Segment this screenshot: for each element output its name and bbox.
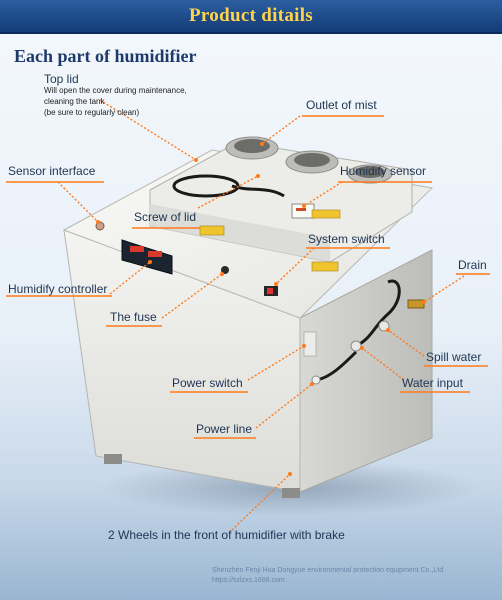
callout-line-controller [109, 261, 151, 295]
power-switch[interactable] [303, 331, 317, 357]
label-underlines [6, 115, 490, 439]
callout-dot [302, 204, 306, 208]
label-spill-water: Spill water [426, 350, 482, 364]
callout-line-sensor-interface [57, 181, 99, 223]
callout-line-humidify-sensor [303, 181, 343, 207]
label-drain: Drain [458, 258, 487, 272]
label-power-line: Power line [196, 422, 253, 436]
water-input-fitting [350, 340, 362, 352]
callout-dot [148, 260, 152, 264]
sensor-tag [296, 208, 306, 211]
callout-dot [274, 282, 278, 286]
title-banner: Product ditails [0, 0, 502, 34]
top-lid-note-2: cleaning the tank [44, 97, 105, 106]
callout-dot [310, 382, 314, 386]
warning-label [311, 261, 339, 272]
label-wheels: 2 Wheels in the front of humidifier with… [108, 528, 345, 542]
callout-line-system-switch [275, 247, 315, 285]
lid-block-front [150, 204, 330, 262]
top-lid-note-3: (be sure to regularly clean) [44, 108, 140, 117]
callout-line-water-input [361, 347, 405, 381]
callout-dot [256, 174, 260, 178]
callout-dots [96, 142, 426, 476]
fuse-icon[interactable] [221, 266, 229, 274]
callout-lines [57, 99, 465, 531]
banner-title: Product ditails [189, 5, 313, 26]
callout-line-wheels [231, 473, 291, 531]
controller-display [130, 246, 144, 252]
watermark-line-1: Shenzhen Fenji Hua Dongyue environmental… [212, 567, 446, 574]
spill-water-fitting [378, 320, 390, 332]
label-outlet-of-mist: Outlet of mist [306, 98, 377, 112]
label-screw-of-lid: Screw of lid [134, 210, 197, 224]
callout-line-power-switch [247, 345, 305, 381]
label-water-input: Water input [402, 376, 463, 390]
drain-valve[interactable] [407, 299, 425, 309]
page-heading: Each part of humidifier [14, 46, 197, 66]
label-top-lid: Top lid [44, 72, 79, 86]
callout-dot [422, 300, 426, 304]
wheel-right [282, 488, 300, 498]
callout-dot [220, 272, 224, 276]
callout-line-fuse [161, 273, 223, 319]
callout-line-screw [197, 175, 259, 209]
sensor-cable [231, 184, 285, 198]
callout-dot [386, 328, 390, 332]
callout-dot [302, 344, 306, 348]
controller-display [148, 251, 162, 257]
power-line-plug [311, 375, 321, 385]
callout-dot [96, 220, 100, 224]
callout-dot [194, 158, 198, 162]
mist-outlet-left-hole [234, 139, 270, 153]
mist-outlet-mid-hole [294, 153, 330, 167]
top-lid-note-1: Will open the cover during maintenance, [44, 86, 187, 95]
watermark-line-2: https://szlzxs.1688.com [212, 577, 285, 584]
label-power-switch: Power switch [172, 376, 243, 390]
callout-line-top-lid [99, 99, 197, 161]
callout-line-outlet [261, 115, 301, 145]
label-humidify-sensor: Humidify sensor [340, 164, 427, 178]
warning-label [311, 209, 341, 219]
label-the-fuse: The fuse [110, 310, 157, 324]
label-sensor-interface: Sensor interface [8, 164, 96, 178]
callout-dot [360, 346, 364, 350]
callout-dot [260, 142, 264, 146]
callout-dot [288, 472, 292, 476]
system-switch-rocker [267, 288, 273, 294]
label-humidify-controller: Humidify controller [8, 282, 108, 296]
callout-line-spill [387, 329, 425, 357]
label-system-switch: System switch [308, 232, 385, 246]
warning-label [199, 225, 225, 236]
watermark: Shenzhen Fenji Hua Dongyue environmental… [212, 566, 445, 586]
mist-outlet-right-hole [355, 166, 385, 178]
spill-water-hose [355, 279, 401, 348]
wheel-left [104, 454, 122, 464]
